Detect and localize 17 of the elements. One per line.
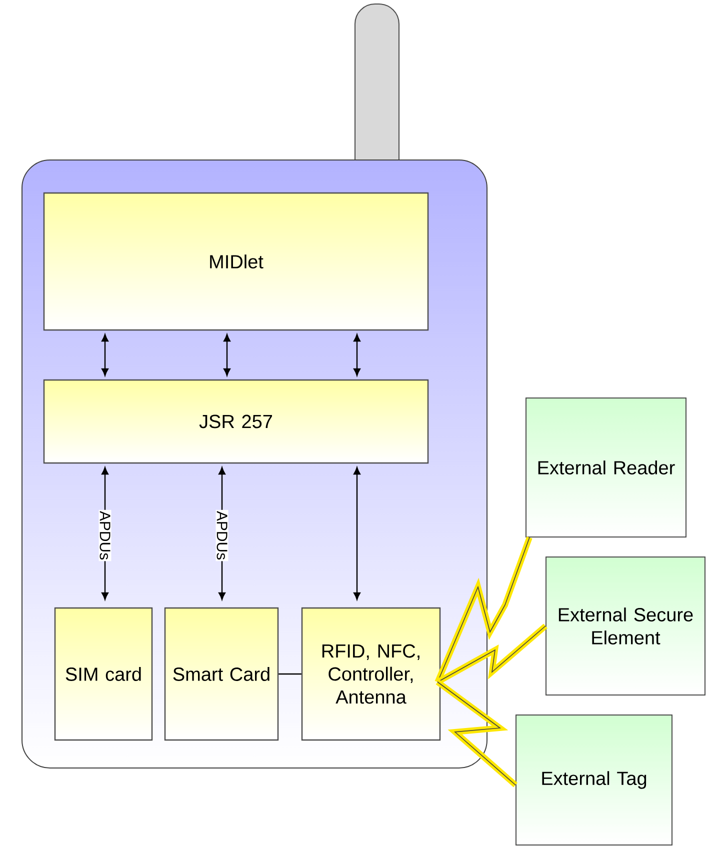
- device-box: External Tag: [516, 714, 672, 846]
- device-box: External Reader: [526, 398, 686, 538]
- edge-label: APDUs: [98, 510, 112, 562]
- layer-box: JSR 257: [43, 379, 429, 464]
- lightning-connector: [434, 536, 532, 684]
- arrow: [102, 334, 108, 376]
- device-box: External Secure Element: [546, 556, 706, 696]
- arrow: [224, 334, 230, 376]
- edge-label: APDUs: [216, 510, 228, 562]
- layer-box: MIDlet: [43, 192, 429, 331]
- lightning-connector: [436, 624, 548, 685]
- arrow: [354, 334, 360, 376]
- component-box: Smart Card: [164, 607, 279, 741]
- lightning-connector: [436, 680, 518, 788]
- component-box: RFID, NFC, Controller, Antenna: [301, 607, 441, 741]
- component-box: SIM card: [54, 607, 153, 741]
- arrow: [354, 467, 360, 600]
